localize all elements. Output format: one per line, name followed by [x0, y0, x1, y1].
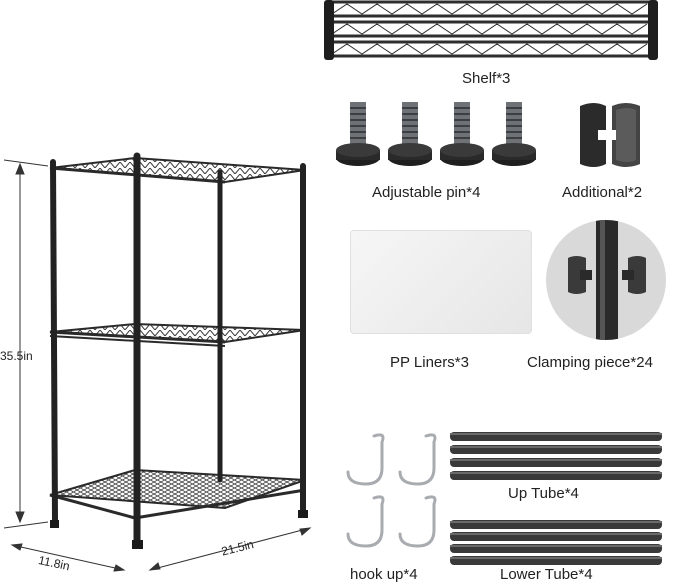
pp-liners-label: PP Liners*3: [390, 354, 469, 371]
connector-sleeve-icon: [580, 103, 640, 167]
up-tube-label: Up Tube*4: [508, 485, 579, 502]
additional-label: Additional*2: [562, 184, 643, 201]
height-dimension-label: 35.5in: [0, 349, 33, 363]
rack-top-shelf: [49, 156, 306, 184]
height-dimension-line: [3, 159, 49, 529]
assembled-rack-illustration: [3, 152, 312, 572]
rack-bottom-shelf: [49, 468, 306, 520]
adjustable-pin-label: Adjustable pin*4: [372, 184, 481, 201]
clamp-closeup-icon: [546, 220, 666, 340]
rack-posts: [50, 152, 306, 544]
liner-sheet-icon: [350, 230, 532, 334]
depth-dimension-line: [10, 543, 126, 572]
clamping-piece-label: Clamping piece*24: [527, 354, 653, 371]
s-hook-icon: [346, 433, 437, 548]
width-dimension-line: [148, 527, 312, 571]
wire-shelf-icon: [324, 0, 658, 60]
shelf-label: Shelf*3: [462, 70, 511, 87]
lower-tube-icon: [450, 520, 662, 565]
lower-tube-label: Lower Tube*4: [500, 566, 593, 583]
hook-up-label: hook up*4: [350, 566, 418, 583]
leveling-foot-icon: [336, 101, 537, 167]
rack-middle-shelf: [49, 322, 306, 347]
rack-feet: [50, 510, 308, 549]
up-tube-icon: [450, 432, 662, 480]
